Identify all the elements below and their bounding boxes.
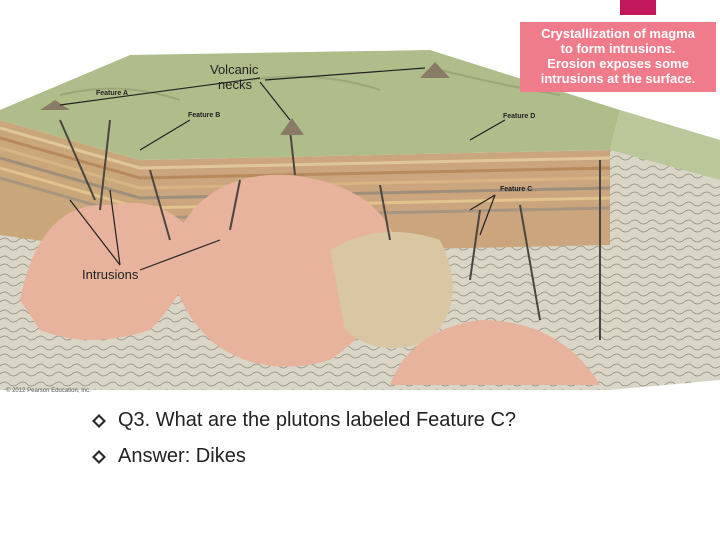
copyright-notice: © 2012 Pearson Education, Inc. — [6, 388, 91, 394]
label-feature-a: Feature A — [96, 90, 128, 97]
diamond-bullet-icon — [92, 414, 106, 428]
pluton-center — [170, 174, 400, 367]
diamond-bullet-icon — [92, 450, 106, 464]
label-volcanic-necks-line2: necks — [218, 77, 252, 92]
callout-line-4: intrusions at the surface. — [540, 71, 696, 86]
label-feature-b: Feature B — [188, 112, 220, 119]
question-text: Q3. What are the plutons labeled Feature… — [118, 409, 517, 431]
bullet-answer: Answer: Dikes — [92, 444, 562, 468]
label-volcanic-necks-line1: Volcanic — [210, 62, 259, 77]
bullet-question: Q3. What are the plutons labeled Feature… — [92, 408, 562, 432]
callout-line-3: Erosion exposes some — [547, 56, 689, 71]
pluton-left — [20, 202, 192, 340]
label-feature-c: Feature C — [500, 186, 532, 193]
callout-line-2: to form intrusions. — [560, 41, 676, 56]
volcanic-neck-left — [40, 100, 70, 110]
geologic-block-diagram: Volcanic necks Feature A Feature B Featu… — [0, 50, 720, 390]
volcanic-neck-center — [280, 118, 304, 135]
caption-callout: Crystallization of magma to form intrusi… — [520, 22, 716, 92]
pluton-bottom-right — [390, 320, 600, 385]
bullet-list: Q3. What are the plutons labeled Feature… — [92, 408, 562, 480]
ground-surface — [0, 50, 620, 160]
label-feature-d: Feature D — [503, 113, 535, 120]
volcanic-neck-right — [420, 62, 450, 78]
callout-line-1: Crystallization of magma — [541, 26, 695, 41]
accent-bar — [620, 0, 656, 15]
answer-text: Answer: Dikes — [118, 445, 246, 467]
pluton-right — [330, 232, 453, 348]
label-intrusions: Intrusions — [82, 267, 139, 282]
